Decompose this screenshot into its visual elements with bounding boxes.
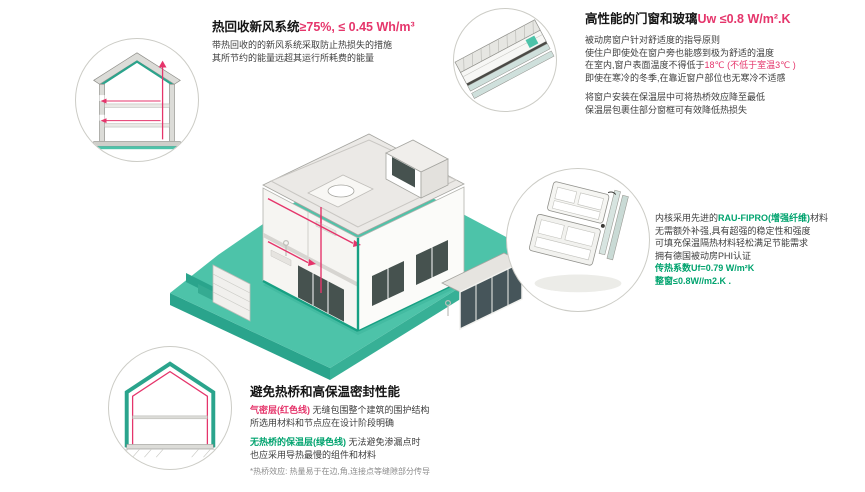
callout-window-detail [453,8,557,112]
windows-body-1: 被动房窗户针对舒适度的指导原则 [585,35,721,45]
roof-insulation-line [100,60,174,87]
windows-temp-pre: 在室内,窗户表面温度不得低于 [585,60,705,70]
penthouse [385,139,449,199]
thermal-bridge-title: 避免热桥和高保温密封性能 [250,385,401,399]
profile-body-4: 拥有德国被动房PHI认证 [655,250,752,261]
thermal-bridge-body-2: 也应采用导热最慢的组件和材料 [250,449,377,460]
profile-line1-post: 材料 [810,213,829,223]
airtight-layer-label: 气密层(红色线) [250,405,310,415]
heat-recovery-title: 热回收新风系统≥75%, ≤ 0.45 Wh/m³ [212,20,474,35]
windows-temp-value: 18℃ [704,60,725,70]
callout-ventilation-section [75,38,199,162]
ground-hatch [116,448,224,458]
profile-line1-pre: 内核采用先进的 [655,213,719,223]
ground-line [89,146,185,150]
thermal-bridge-body-1: 所选用材料和节点应在设计阶段明确 [250,417,395,428]
airtight-layer-line: 气密层(红色线) 无缝包围整个建筑的围护结构 [250,404,560,417]
passive-house-cutaway-illustration [170,133,525,380]
windows-title-text: 高性能的门窗和玻璃 [585,12,698,26]
windows-body-5: 保温层包裹住部分窗框可有效降低热损失 [585,104,748,115]
heat-recovery-title-value: ≥75%, ≤ 0.45 Wh/m³ [299,20,415,34]
insulation-layer-line: 无热桥的保温层(绿色线) 无法避免渗漏点时 [250,436,560,449]
insulation-layer-label: 无热桥的保温层(绿色线) [250,437,346,447]
bathtub [327,184,355,198]
window-frame-profile-drawing [528,181,629,293]
thermal-bridge-footnote: *热桥效应: 热量易于在边,角,连接点等缝隙部分传导 [250,467,431,476]
profile-uw-value: 整窗≤0.8W//m2.K . [655,275,731,286]
profile-body-3: 可填充保温隔热材料轻松满足节能需求 [655,238,809,248]
insulation-layer-text: 无法避免渗漏点时 [346,437,421,447]
airtight-red-line [131,370,209,445]
profile-body-1: 内核采用先进的RAU-FIPRO(增强纤维)材料 [655,212,861,225]
section-thermal-bridge: 避免热桥和高保温密封性能 气密层(红色线) 无缝包围整个建筑的围护结构 所选用材… [250,385,560,477]
windows-body-4: 将窗户安装在保温层中可将热桥效应降至最低 [585,92,766,102]
section-profile: 内核采用先进的RAU-FIPRO(增强纤维)材料 无需额外补强,具有超强的稳定性… [655,212,861,287]
section-heat-recovery: 热回收新风系统≥75%, ≤ 0.45 Wh/m³ 带热回收的的新风系统采取防止… [212,20,474,64]
insulation-green-line [124,361,216,448]
heat-recovery-body-1: 带热回收的的新风系统采取防止热损失的措施 [212,40,393,50]
profile-uf-value: 传热系数Uf=0.79 W/m²K [655,263,755,273]
heat-recovery-title-text: 热回收新风系统 [212,20,300,34]
house-cutaway-interior [262,187,359,332]
duct-lines [106,66,164,140]
airtight-layer-text: 无缝包围整个建筑的围护结构 [310,405,430,415]
section-windows: 高性能的门窗和玻璃Uw ≤0.8 W/m².K 被动房窗户针对舒适度的指导原则 … [585,12,861,116]
profile-material-name: RAU-FIPRO(增强纤维) [718,213,811,223]
insulation-strips [262,238,465,333]
roof-section [93,52,181,85]
windows-title-value: Uw ≤0.8 W/m².K [697,12,791,26]
person-figure [445,300,452,316]
heat-recovery-body-2: 其所节约的能量远超其运行所耗费的能量 [212,52,375,63]
windows-body-3: 即使在寒冷的冬季,在靠近窗户部位也无寒冷不适感 [585,72,786,83]
profile-body-2: 无需额外补强,具有超强的稳定性和强度 [655,225,811,236]
airflow-arrows [100,60,167,124]
house-section-insulation-drawing [116,361,224,458]
windows-body-2: 使住户即使处在窗户旁也能感到极为舒适的温度 [585,47,775,58]
callout-window-profile [506,168,650,312]
windows-body-temp: 在室内,窗户表面温度不得低于18℃ (不低于室温3℃ ) [585,59,861,72]
windows-temp-note: (不低于室温3℃ ) [724,60,796,70]
callout-insulation-section [108,346,232,470]
house-section-ventilation-drawing [89,52,185,150]
windows-title: 高性能的门窗和玻璃Uw ≤0.8 W/m².K [585,12,861,27]
window-corner-detail-drawing [454,19,555,99]
